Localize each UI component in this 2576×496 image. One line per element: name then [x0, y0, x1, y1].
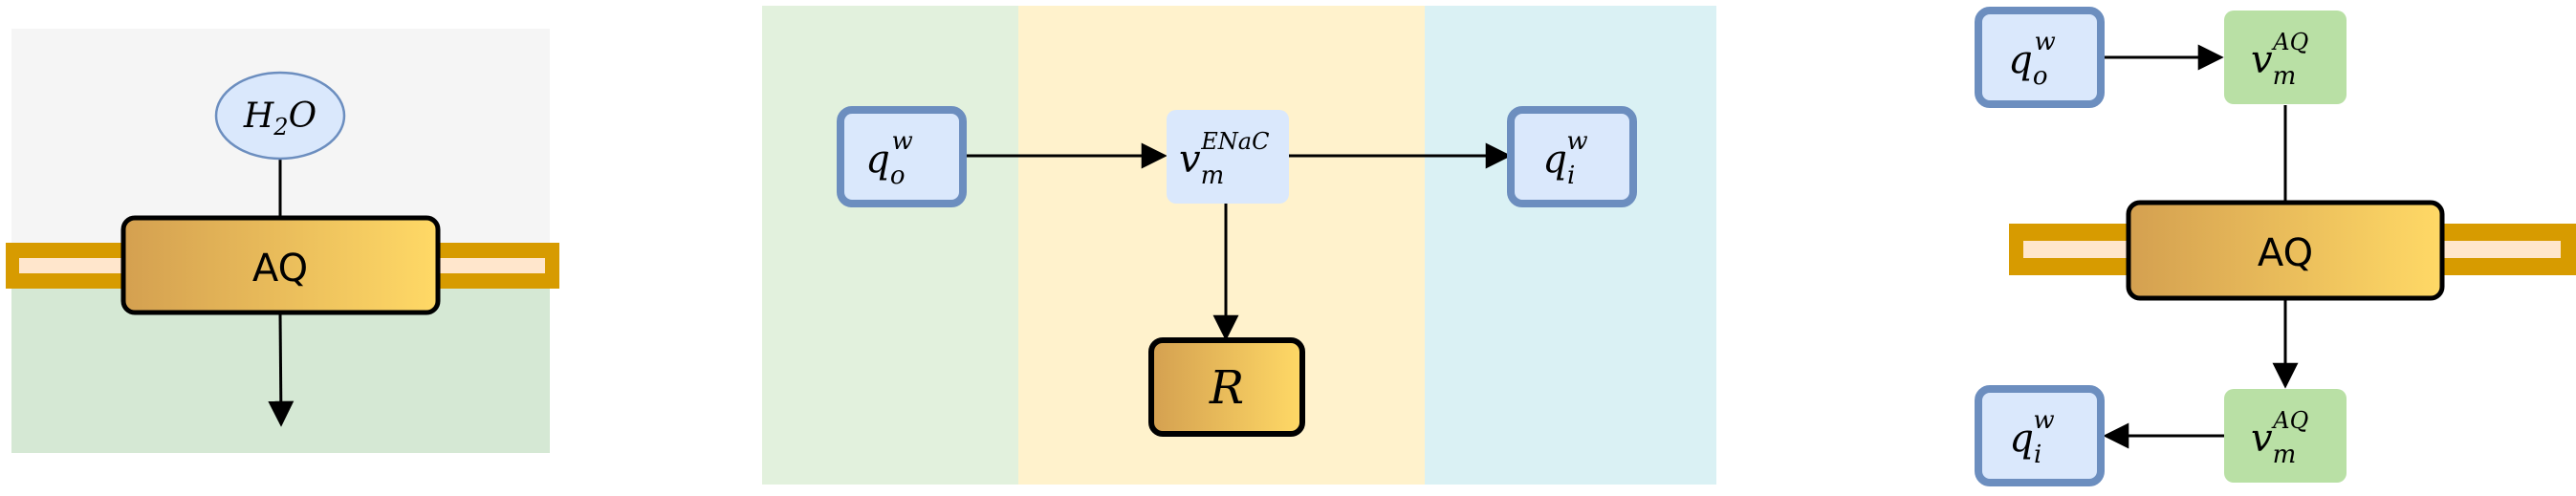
- flux-v-enac-label: vmENaC: [1179, 128, 1269, 190]
- flux-v-aq-bottom-label: vmAQ: [2251, 407, 2308, 469]
- panel-2-bond-graph: qow vmENaC qiw R: [762, 6, 1716, 485]
- state-q-outside-label: qow: [2008, 28, 2056, 91]
- panel-3-bond-graph-channel: qow vmAQ AQ vmAQ qiw: [1975, 7, 2576, 486]
- panel-1-channel-schematic: H2O AQ: [6, 29, 559, 453]
- membrane-left-inner: [2023, 241, 2129, 258]
- inside-compartment: [1425, 6, 1716, 485]
- state-q-outside[interactable]: [837, 106, 967, 207]
- membrane-right-inner: [435, 258, 545, 273]
- water-molecule[interactable]: [214, 71, 346, 161]
- regulator-r-label: R: [1209, 361, 1244, 415]
- state-q-inside-label: qiw: [1542, 127, 1587, 190]
- outside-compartment: [762, 6, 1018, 485]
- aquaporin-channel[interactable]: [2126, 200, 2445, 301]
- channel-label: AQ: [2258, 231, 2313, 275]
- channel-label: AQ: [252, 247, 308, 291]
- regulator-r[interactable]: [1148, 337, 1305, 437]
- state-q-inside[interactable]: [1975, 385, 2105, 486]
- state-q-inside[interactable]: [1507, 106, 1637, 207]
- state-q-inside-label: qiw: [2009, 406, 2054, 469]
- water-label: H2O: [243, 97, 317, 140]
- flux-v-enac[interactable]: [1167, 110, 1289, 204]
- membrane-left-inner: [19, 258, 124, 273]
- flux-v-aq-top[interactable]: [2224, 11, 2347, 104]
- efflux-arrow: [268, 312, 295, 427]
- membrane-right-inner: [2442, 241, 2561, 258]
- flux-v-aq-top-label: vmAQ: [2251, 29, 2308, 91]
- flux-v-aq-bottom[interactable]: [2224, 389, 2347, 483]
- state-q-outside-label: qow: [865, 127, 913, 190]
- state-q-outside[interactable]: [1975, 7, 2105, 108]
